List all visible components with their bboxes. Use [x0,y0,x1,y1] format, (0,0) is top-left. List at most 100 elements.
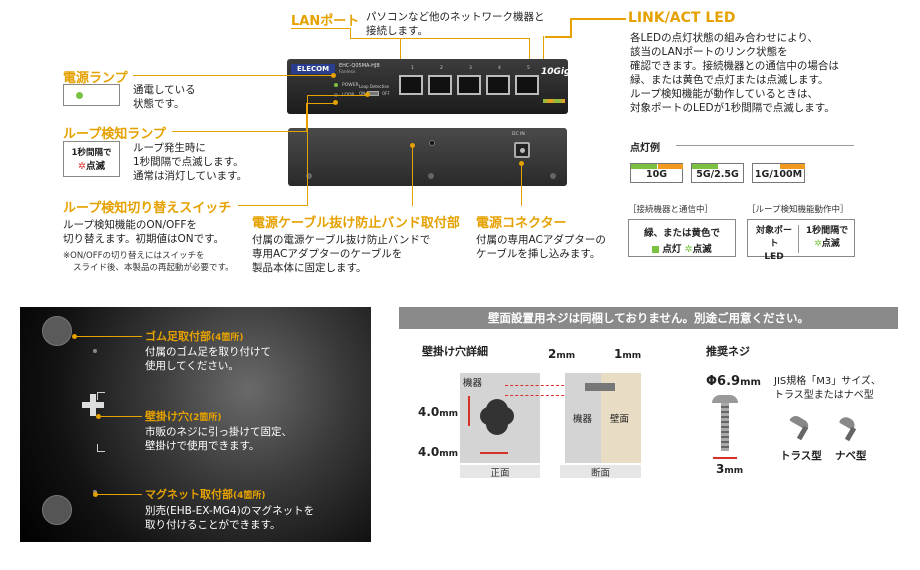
port-num-1: 1 [411,66,414,71]
blink-icon: ✲ [684,244,693,255]
dim-width-unit: mm [439,449,459,459]
switch-on-label: ON [359,91,366,96]
speed-5g-label: 5G/2.5G [696,169,739,180]
elecom-logo: ELECOM [291,64,336,74]
rubber-count: (4箇所) [211,333,244,343]
blink-icon: ✲ [814,239,822,249]
lan-port-4[interactable] [486,75,510,95]
port-num-3: 3 [469,66,472,71]
screw-shaft-icon [721,403,729,451]
screw-len: 3mm [716,462,743,476]
magnet-count: (4箇所) [233,491,266,501]
loop-switch-desc: ループ検知機能のON/OFFを 切り替えます。初期値はONです。 [63,218,224,246]
rubber-foot-icon [42,316,72,346]
rubber-title: ゴム足取付部(4箇所) [145,328,244,344]
hang-title-text: 壁掛け穴 [145,410,189,423]
screw-icon [550,173,556,179]
lamp-example-label: 点灯例 [630,143,660,154]
screw-head-icon [712,395,738,403]
loop-switch-note1: ※ON/OFFの切り替えにはスイッチを [63,251,205,261]
power-connector-desc1: 付属の専用ACアダプターの [476,234,606,246]
cable-band-desc: 付属の電源ケーブル抜け防止バンドで 専用ACアダプターのケーブルを 製品本体に固… [252,233,430,275]
dash-line-1 [505,385,605,386]
rubber-desc: 付属のゴム足を取り付けて 使用してください。 [145,345,271,373]
screw-title: 推奨ネジ [706,345,750,358]
dash-line-2 [505,395,605,396]
power-led-label: POWER [342,83,359,88]
screw-icon [428,173,434,179]
jis-desc: JIS規格「M3」サイズ、 トラス型またはナベ型 [774,375,881,403]
device-back-panel: DC IN [288,128,567,186]
bottom-panel [20,307,371,542]
loop-lamp-desc: ループ発生時に 1秒間隔で点滅します。 通常は消灯しています。 [133,141,247,183]
screw-phi: Φ6.9mm [706,374,761,389]
loop-lamp-desc3: 通常は消灯しています。 [133,170,248,182]
rubber-desc2: 使用してください。 [145,360,239,372]
link-desc-line4: 緑、または黄色で点灯または点滅します。 [630,74,829,86]
dim-1mm-value: 1 [614,347,623,361]
jis-desc1: JIS規格「M3」サイズ、 [774,376,881,387]
speed-5g: 5G/2.5G [691,163,744,183]
wall-hook-corner [97,392,105,400]
section-wall-label: 壁面 [610,414,630,425]
screw-phi-value: Φ6.9 [706,374,741,389]
front-device-label: 機器 [463,378,483,389]
green-chip-icon [652,246,660,253]
screw-len-arrow [713,457,737,459]
speed-1g: 1G/100M [752,163,805,183]
loop-led-left: 対象ポート LED [752,225,796,264]
dc-in-label: DC IN [512,132,525,137]
loop-lamp-desc1: ループ発生時に [133,142,206,154]
lan-port-title: LANポート [291,14,360,29]
speed-1g-label: 1G/100M [754,169,803,180]
lan-port-2[interactable] [428,75,452,95]
10giga-logo: 10Giga [541,67,577,77]
connected-line1: 緑、または黄色で [643,228,720,239]
loop-switch-desc2: 切り替えます。初期値はONです。 [63,233,225,245]
rubber-desc1: 付属のゴム足を取り付けて [145,346,271,358]
loop-lamp-desc2: 1秒間隔で点滅します。 [133,156,244,168]
section-device-label: 機器 [573,414,593,425]
switch-off-label: OFF [382,91,390,96]
dim-2mm-value: 2 [548,347,557,361]
link-act-title: LINK/ACT LED [628,10,736,26]
loop-led-left2: LED [764,252,784,262]
nabe-screw-icon [838,414,862,442]
magnet-mount-icon [93,349,97,353]
connected-line2: 点灯 ✲点滅 [629,241,735,255]
rubber-foot-icon [42,495,72,525]
loop-led-right2: 点滅 [821,239,840,249]
port-num-2: 2 [440,66,443,71]
wall-hook-vertical [90,394,96,416]
dim-height-arrow [468,396,470,426]
front-label: 正面 [460,465,540,479]
device-front-panel: ELECOM EHC-Q05MA-HJB Fanless POWER LOOP … [287,59,577,114]
cable-band-desc3: 製品本体に固定します。 [252,262,367,274]
loop-switch-note: ※ON/OFFの切り替えにはスイッチを スライド後、本製品の再起動が必要です。 [63,250,234,274]
power-lamp-desc1: 通電している [133,84,196,96]
nabe-label: ナベ型 [835,450,867,462]
power-lamp-icon [76,92,83,99]
power-connector[interactable] [514,142,530,158]
section-label: 断面 [560,465,641,479]
bracket-loop: ［ループ検知機能動作中］ [747,205,849,215]
band-mount-hole [429,140,435,146]
lan-port-1[interactable] [399,75,423,95]
power-connector-desc2: ケーブルを挿し込みます。 [476,248,601,260]
loop-lamp-badge2: 点滅 [85,161,105,172]
connected-led-box: 緑、または黄色で 点灯 ✲点滅 [628,219,736,257]
speed-10g-label: 10G [645,169,668,180]
hang-desc1: 市販のネジに引っ掛けて固定、 [145,426,292,438]
lan-port-3[interactable] [457,75,481,95]
lan-port-desc-line2: 接続します。 [366,25,428,37]
dim-height-unit: mm [439,409,459,419]
dim-2mm: 2mm [548,347,575,361]
dim-width-value: 4.0 [418,445,440,459]
truss-screw-icon [789,413,812,441]
lan-port-desc: パソコンなど他のネットワーク機器と 接続します。 [366,10,545,38]
lan-port-5[interactable] [515,75,539,95]
lan-port-desc-line1: パソコンなど他のネットワーク機器と [366,11,545,23]
power-lamp-desc: 通電している 状態です。 [133,83,196,111]
dim-1mm: 1mm [614,347,641,361]
screw-side-icon [585,383,615,391]
